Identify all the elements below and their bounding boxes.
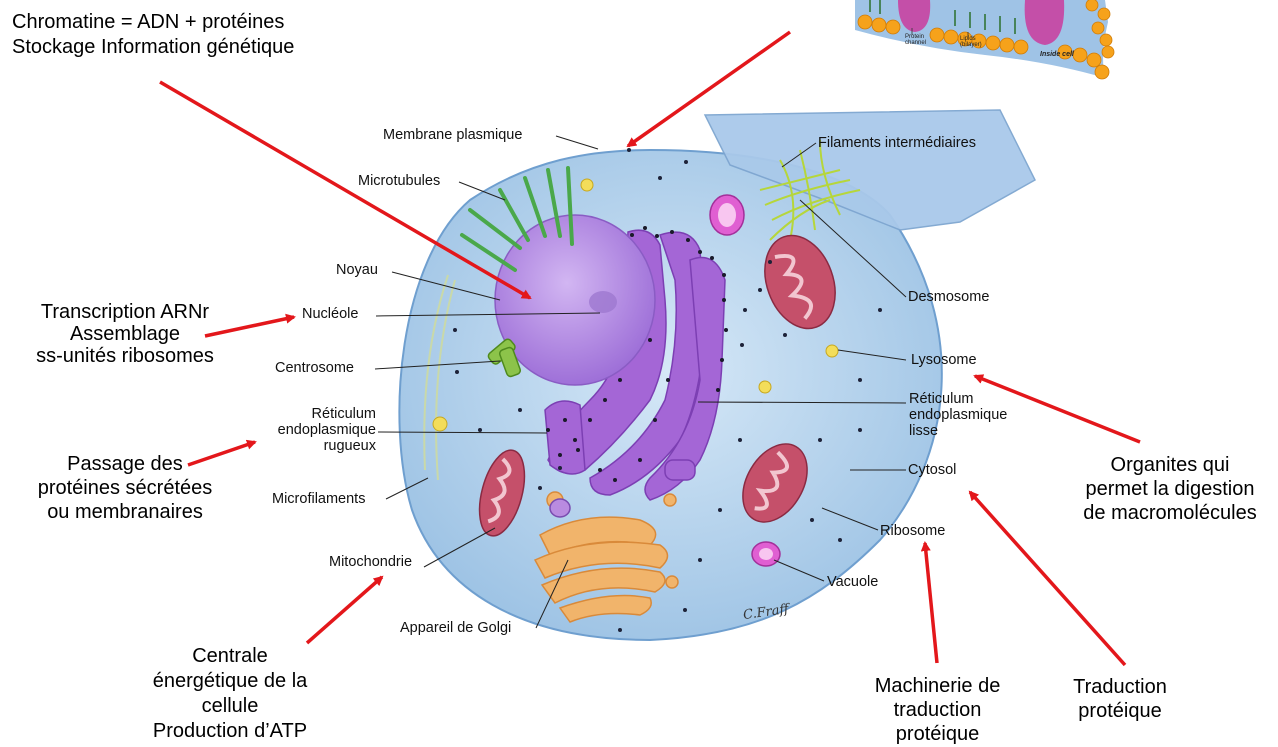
annotation-organites-line-1: Organites qui bbox=[1070, 453, 1270, 477]
annotation-traduction-line-2: protéique bbox=[1050, 699, 1190, 723]
label-appareil-de-golgi: Appareil de Golgi bbox=[400, 620, 511, 636]
label-mitochondrie: Mitochondrie bbox=[329, 554, 412, 570]
nucleus bbox=[495, 215, 655, 385]
annotation-passage-line-2: protéines sécrétées bbox=[15, 476, 235, 500]
annotation-transcription: Transcription ARNr Assemblage ss-unités … bbox=[10, 301, 240, 367]
annotation-centrale-line-4: Production d’ATP bbox=[130, 719, 330, 744]
annotation-centrale-line-2: énergétique de la bbox=[130, 669, 330, 694]
label-microfilaments: Microfilaments bbox=[272, 491, 365, 507]
label-vacuole: Vacuole bbox=[827, 574, 878, 590]
annotation-centrale: Centrale énergétique de la cellule Produ… bbox=[130, 644, 330, 744]
label-desmosome: Desmosome bbox=[908, 289, 989, 305]
label-centrosome: Centrosome bbox=[275, 360, 354, 376]
label-reticulum-rugueux-line-1: Réticulum bbox=[258, 406, 376, 422]
membrane-inset bbox=[855, 0, 1114, 79]
annotation-machinerie-line-2: traduction bbox=[855, 698, 1020, 722]
inset-label-lipids: Lipids(bilayer) bbox=[960, 36, 982, 48]
label-ribosome: Ribosome bbox=[880, 523, 945, 539]
label-reticulum-rugueux-line-3: rugueux bbox=[258, 438, 376, 454]
label-reticulum-lisse-line-2: endoplasmique bbox=[909, 407, 1007, 423]
label-lysosome: Lysosome bbox=[911, 352, 977, 368]
annotation-machinerie-line-3: protéique bbox=[855, 722, 1020, 746]
label-reticulum-rugueux-line-2: endoplasmique bbox=[258, 422, 376, 438]
label-reticulum-lisse-line-1: Réticulum bbox=[909, 391, 1007, 407]
annotation-chromatine: Chromatine = ADN + protéines Stockage In… bbox=[12, 10, 294, 60]
arrow-mitochondrie bbox=[307, 577, 382, 643]
annotation-transcription-line-1: Transcription ARNr bbox=[10, 301, 240, 323]
annotation-centrale-line-1: Centrale bbox=[130, 644, 330, 669]
annotation-chromatine-line-2: Stockage Information génétique bbox=[12, 35, 294, 60]
annotation-organites-line-2: permet la digestion bbox=[1070, 477, 1270, 501]
inset-label-inside: Inside cell bbox=[1040, 52, 1074, 58]
label-reticulum-lisse: Réticulum endoplasmique lisse bbox=[909, 391, 1007, 439]
label-filaments-intermediaires: Filaments intermédiaires bbox=[818, 135, 976, 151]
annotation-transcription-line-2: Assemblage bbox=[10, 323, 240, 345]
label-reticulum-lisse-line-3: lisse bbox=[909, 423, 1007, 439]
annotation-machinerie-line-1: Machinerie de bbox=[855, 674, 1020, 698]
annotation-passage: Passage des protéines sécrétées ou membr… bbox=[15, 452, 235, 524]
annotation-machinerie: Machinerie de traduction protéique bbox=[855, 674, 1020, 746]
label-noyau: Noyau bbox=[336, 262, 378, 278]
label-nucleole: Nucléole bbox=[302, 306, 358, 322]
annotation-traduction-line-1: Traduction bbox=[1050, 675, 1190, 699]
annotation-chromatine-line-1: Chromatine = ADN + protéines bbox=[12, 10, 294, 35]
annotation-organites-line-3: de macromolécules bbox=[1070, 501, 1270, 525]
annotation-passage-line-1: Passage des bbox=[15, 452, 235, 476]
label-reticulum-rugueux: Réticulum endoplasmique rugueux bbox=[258, 406, 376, 454]
label-cytosol: Cytosol bbox=[908, 462, 956, 478]
annotation-traduction: Traduction protéique bbox=[1050, 675, 1190, 723]
label-membrane-plasmique: Membrane plasmique bbox=[383, 127, 522, 143]
label-microtubules: Microtubules bbox=[358, 173, 440, 189]
annotation-passage-line-3: ou membranaires bbox=[15, 500, 235, 524]
arrow-ribosome bbox=[925, 543, 937, 663]
annotation-centrale-line-3: cellule bbox=[130, 694, 330, 719]
annotation-organites: Organites qui permet la digestion de mac… bbox=[1070, 453, 1270, 525]
annotation-transcription-line-3: ss-unités ribosomes bbox=[10, 345, 240, 367]
